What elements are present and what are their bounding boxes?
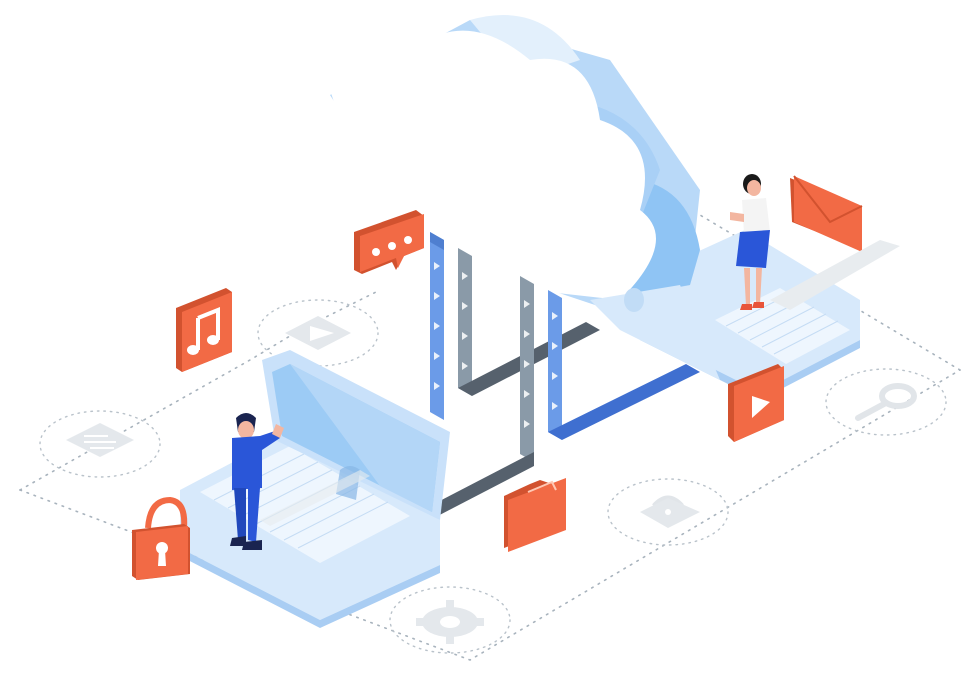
folder-icon [504, 478, 566, 552]
laptop-left [180, 350, 450, 628]
play-ghost-icon [285, 316, 351, 350]
chat-bubble-icon [354, 210, 424, 274]
woman-figure [730, 174, 770, 310]
ghost-circles [39, 299, 947, 654]
document-ghost-icon [66, 423, 134, 457]
lock-icon [132, 496, 190, 580]
connector-arrows [434, 262, 558, 428]
email-icon [790, 175, 863, 252]
music-note-icon [176, 288, 232, 372]
figure-shadows [260, 240, 900, 526]
man-figure [230, 413, 284, 550]
search-ghost-icon [855, 383, 917, 421]
video-play-icon [728, 364, 784, 442]
connector-blue-right [548, 290, 700, 440]
connector-gray-right [430, 276, 534, 520]
lock-ghost-icon [640, 495, 700, 528]
gear-ghost-icon [416, 600, 484, 644]
